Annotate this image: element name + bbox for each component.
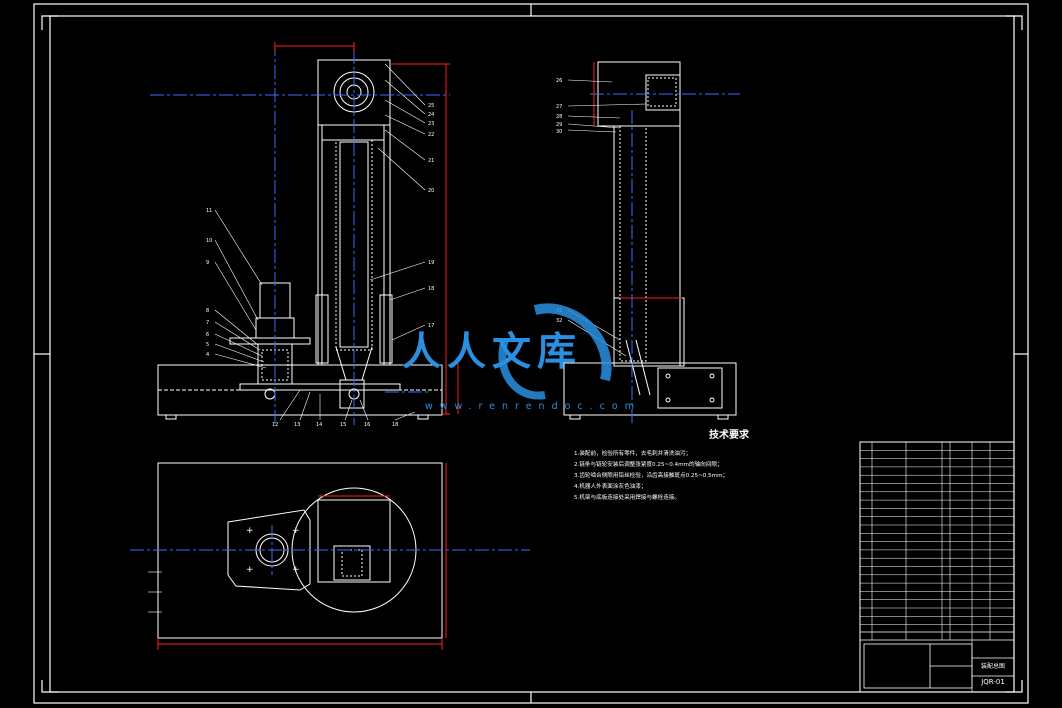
side-view-leaders bbox=[567, 79, 647, 357]
part-label: 4 bbox=[206, 352, 209, 358]
part-label: 27 bbox=[556, 104, 562, 110]
part-label: 23 bbox=[428, 121, 434, 127]
sheet-frame bbox=[33, 3, 1029, 704]
part-label: 30 bbox=[556, 129, 562, 135]
side-view-dimensions bbox=[593, 62, 682, 299]
part-label: 11 bbox=[206, 208, 212, 214]
part-label: 29 bbox=[556, 122, 562, 128]
top-view-marks bbox=[148, 571, 162, 613]
part-label: 21 bbox=[428, 158, 434, 164]
front-view bbox=[157, 59, 443, 420]
notes-line: 1.装配前，检验所有零件，去毛刺并清洗油污； bbox=[574, 451, 692, 457]
part-label: 19 bbox=[428, 260, 434, 266]
notes-line: 3.齿轮啮合侧隙用铅丝检验，沿齿高接触斑点0.25~0.5mm； bbox=[574, 473, 729, 479]
part-label: 24 bbox=[428, 112, 434, 118]
part-label: 17 bbox=[428, 323, 434, 329]
svg-text:+: + bbox=[292, 526, 300, 536]
side-view-centerlines bbox=[590, 93, 740, 425]
front-view-dimensions bbox=[274, 42, 459, 415]
part-label: 7 bbox=[206, 320, 209, 326]
notes-title: 技术要求 bbox=[709, 430, 749, 441]
side-view-label-group: 26 27 28 29 30 31 32 bbox=[556, 78, 562, 324]
front-view-leaders bbox=[214, 63, 426, 421]
watermark-url: www.renrendoc.com bbox=[425, 401, 641, 412]
part-label: 5 bbox=[206, 342, 209, 348]
notes-line: 2.链条与链轮安装后调整张紧度0.25~0.4mm的轴向间隙； bbox=[574, 462, 723, 468]
notes-line: 4.机器人外表面涂灰色油漆； bbox=[574, 484, 647, 490]
part-label: 26 bbox=[556, 78, 562, 84]
front-view-centerlines bbox=[150, 42, 450, 425]
watermark-text: 人人文库 bbox=[402, 330, 583, 375]
part-label: 20 bbox=[428, 188, 434, 194]
top-view-dimensions bbox=[157, 463, 447, 650]
part-label: 28 bbox=[556, 114, 562, 120]
part-label: 14 bbox=[316, 422, 322, 428]
part-label: 12 bbox=[272, 422, 278, 428]
part-label: 13 bbox=[294, 422, 300, 428]
side-view bbox=[563, 61, 737, 420]
svg-text:+: + bbox=[292, 565, 300, 575]
svg-text:+: + bbox=[246, 565, 254, 575]
part-label: 18 bbox=[428, 286, 434, 292]
part-label: 16 bbox=[364, 422, 370, 428]
part-label: 10 bbox=[206, 238, 212, 244]
parts-list bbox=[859, 441, 1015, 693]
part-label: 9 bbox=[206, 260, 209, 266]
parts-list-rows bbox=[860, 450, 1014, 625]
title-block bbox=[860, 631, 1014, 689]
part-label: 8 bbox=[206, 308, 209, 314]
part-label: 31 bbox=[556, 308, 562, 314]
drawing-title: 装配总图 bbox=[980, 663, 1005, 670]
part-label: 18 bbox=[392, 422, 398, 428]
notes-line: 5.机架与底板连接处采用焊接与螺栓连接。 bbox=[574, 495, 681, 501]
svg-text:+: + bbox=[246, 526, 254, 536]
drawing-code: JQR-01 bbox=[981, 678, 1005, 686]
top-view-centerlines bbox=[130, 525, 530, 575]
part-label: 6 bbox=[206, 332, 209, 338]
part-label: 15 bbox=[340, 422, 346, 428]
front-view-label-group: 11 10 9 8 7 6 5 4 25 24 23 22 21 20 19 1… bbox=[206, 103, 434, 428]
part-label: 25 bbox=[428, 103, 434, 109]
part-label: 22 bbox=[428, 132, 434, 138]
technical-notes: 技术要求 1.装配前，检验所有零件，去毛刺并清洗油污； 2.链条与链轮安装后调整… bbox=[574, 426, 844, 504]
